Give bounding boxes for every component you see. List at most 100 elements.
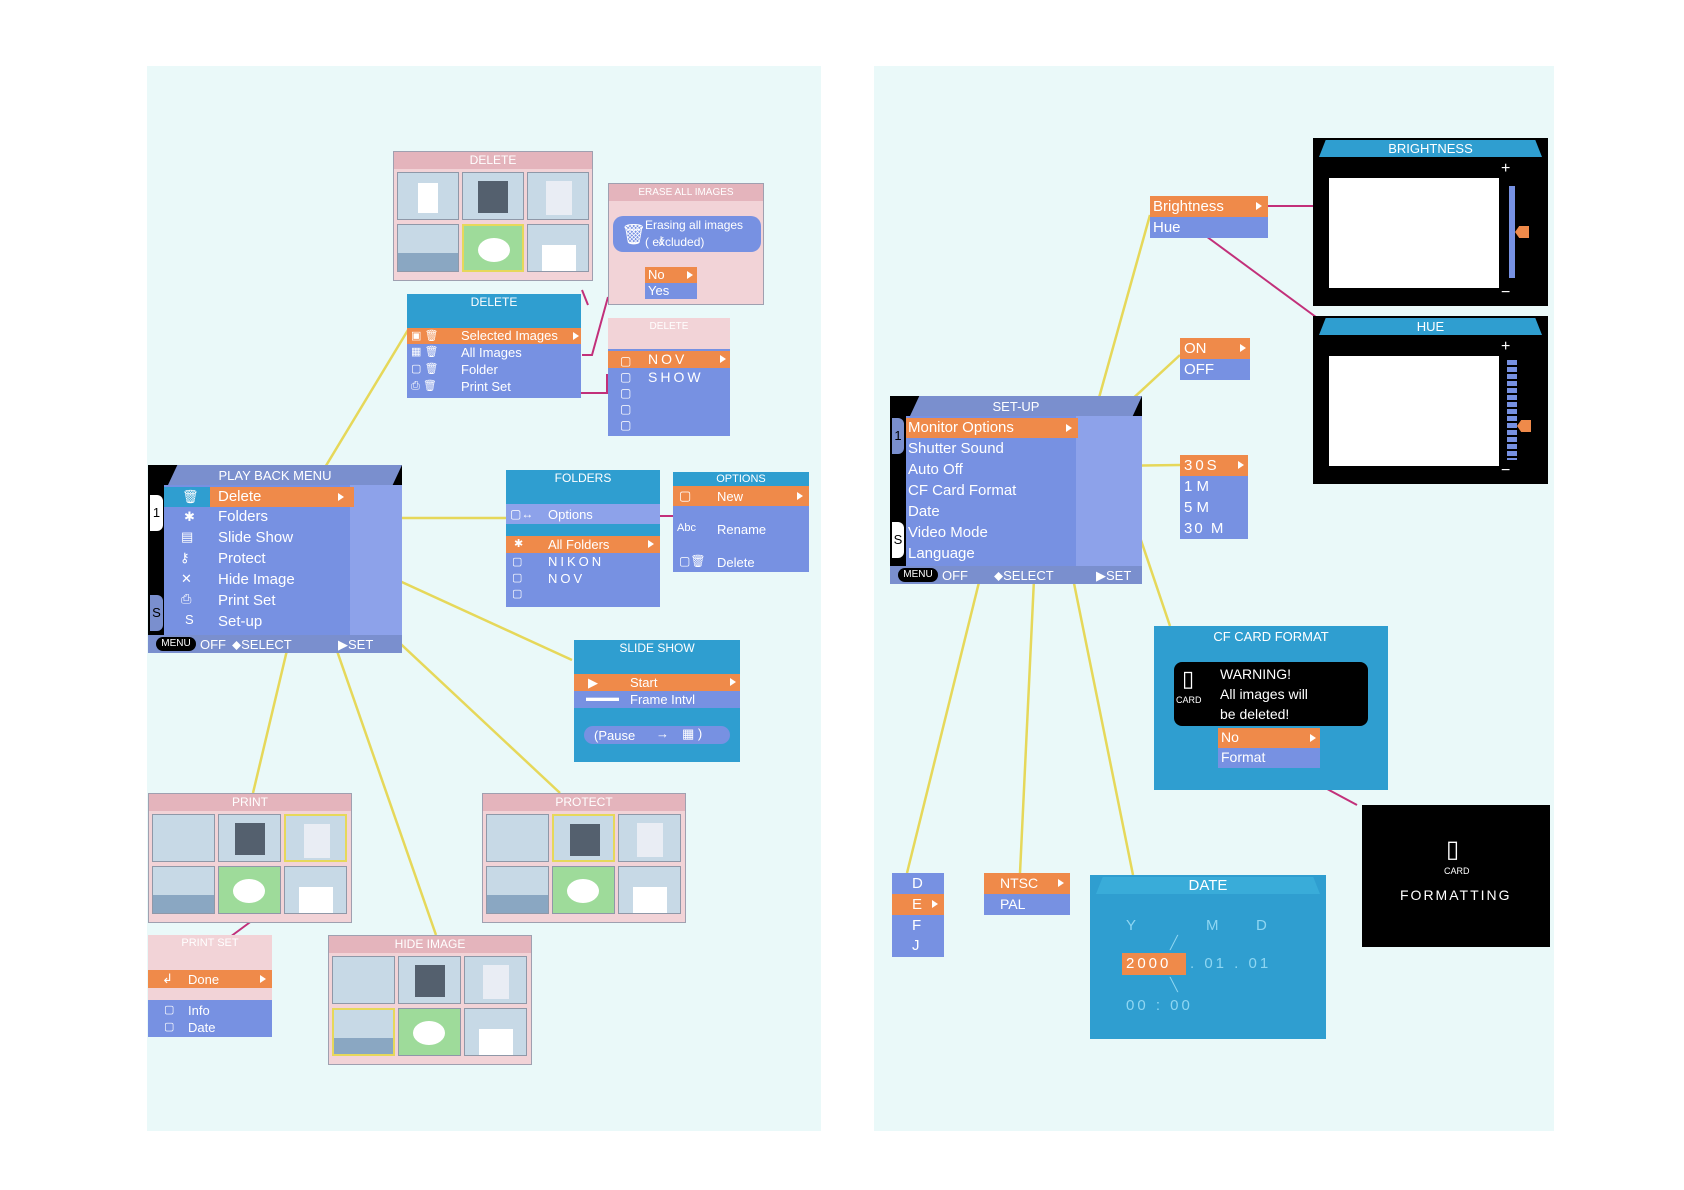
- hide-thumbs-title: HIDE IMAGE: [329, 936, 531, 953]
- print-thumb-1[interactable]: [152, 814, 215, 862]
- date-month-day[interactable]: . 01 . 01: [1190, 955, 1272, 972]
- print-thumb-4[interactable]: [152, 866, 215, 914]
- setup-item-video[interactable]: Video Mode: [908, 524, 988, 541]
- cf-option-format[interactable]: Format: [1221, 749, 1266, 765]
- folders-item-nikon[interactable]: NIKON: [548, 554, 605, 569]
- playback-item-printset[interactable]: Print Set: [218, 592, 276, 609]
- options-item-delete[interactable]: Delete: [717, 555, 755, 570]
- options-item-rename[interactable]: Rename: [717, 522, 767, 537]
- hide-thumb-3[interactable]: [464, 956, 527, 1004]
- video-ntsc[interactable]: NTSC: [1000, 875, 1039, 891]
- delete-folder-nov[interactable]: NOV: [648, 351, 688, 367]
- thumb-2[interactable]: [462, 172, 524, 220]
- protect-thumb-6[interactable]: [618, 866, 681, 914]
- brightness-slider-track[interactable]: [1509, 186, 1515, 278]
- setup-tab-1[interactable]: 1: [892, 418, 904, 454]
- print-set-info[interactable]: Info: [188, 1003, 210, 1018]
- erase-option-yes[interactable]: Yes: [648, 283, 670, 298]
- footer-select-label: SELECT: [241, 637, 292, 652]
- delete-folder-show[interactable]: SHOW: [648, 369, 704, 385]
- setup-item-language[interactable]: Language: [908, 545, 975, 562]
- protect-thumb-5[interactable]: [552, 866, 615, 914]
- video-pal[interactable]: PAL: [1000, 896, 1026, 912]
- setup-item-date[interactable]: Date: [908, 503, 940, 520]
- delete-item-all[interactable]: All Images: [461, 345, 522, 360]
- shutter-off[interactable]: OFF: [1184, 361, 1214, 378]
- setup-item-cfformat[interactable]: CF Card Format: [908, 482, 1017, 499]
- playback-item-protect[interactable]: Protect: [218, 550, 266, 567]
- playback-item-folders[interactable]: Folders: [218, 508, 269, 525]
- hide-thumb-6[interactable]: [464, 1008, 527, 1056]
- autooff-1m[interactable]: 1 M: [1184, 478, 1210, 495]
- erase-option-no[interactable]: No: [648, 267, 665, 282]
- monitor-item-brightness[interactable]: Brightness: [1153, 198, 1224, 215]
- print-set-date[interactable]: Date: [188, 1020, 216, 1035]
- folders-options[interactable]: Options: [548, 507, 593, 522]
- autooff-5m[interactable]: 5 M: [1184, 499, 1210, 516]
- playback-tab-s[interactable]: S: [150, 595, 163, 631]
- slideshow-item-start[interactable]: Start: [630, 675, 658, 690]
- hue-slider-track[interactable]: [1507, 360, 1517, 460]
- options-screen: OPTIONS ▢ New Abc Rename ▢🗑 Delete: [673, 472, 809, 572]
- erase-no-bg: [645, 267, 697, 283]
- protect-thumb-2[interactable]: [552, 814, 615, 862]
- date-year[interactable]: 2000: [1126, 955, 1172, 972]
- language-d-bg: [892, 873, 944, 894]
- setup-tab-s[interactable]: S: [892, 522, 904, 558]
- setup-item-autooff[interactable]: Auto Off: [908, 461, 963, 478]
- language-j[interactable]: J: [912, 937, 920, 954]
- playback-item-hide[interactable]: Hide Image: [218, 571, 295, 588]
- playback-item-slideshow[interactable]: Slide Show: [218, 529, 294, 546]
- protect-thumb-3[interactable]: [618, 814, 681, 862]
- print-thumb-3[interactable]: [284, 814, 347, 862]
- delete-item-folder[interactable]: Folder: [461, 362, 498, 377]
- erase-message-box: [613, 216, 761, 252]
- print-thumb-5[interactable]: [218, 866, 281, 914]
- print-set-done[interactable]: Done: [188, 972, 220, 987]
- options-item-new[interactable]: New: [717, 489, 744, 504]
- shutter-on[interactable]: ON: [1184, 340, 1207, 357]
- thumb-1[interactable]: [397, 172, 459, 220]
- thumb-5[interactable]: [462, 224, 524, 272]
- thumb-6[interactable]: [527, 224, 589, 272]
- folders-item-all[interactable]: All Folders: [548, 537, 610, 552]
- hue-screen: HUE + −: [1313, 316, 1548, 484]
- print-thumb-6[interactable]: [284, 866, 347, 914]
- setup-item-monitor[interactable]: Monitor Options: [908, 419, 1014, 436]
- delete-item-printset[interactable]: Print Set: [461, 379, 511, 394]
- thumb-4[interactable]: [397, 224, 459, 272]
- hide-thumb-2[interactable]: [398, 956, 461, 1004]
- language-f[interactable]: F: [912, 917, 922, 934]
- hide-thumb-5[interactable]: [398, 1008, 461, 1056]
- selected-arrow-icon: [573, 332, 579, 340]
- slideshow-title: SLIDE SHOW: [619, 641, 695, 655]
- setup-item-shutter[interactable]: Shutter Sound: [908, 440, 1004, 457]
- autooff-30m[interactable]: 30 M: [1184, 520, 1226, 537]
- folder-icon: ▢ 🗑: [411, 363, 439, 375]
- brightness-slider-handle[interactable]: [1515, 226, 1529, 238]
- protect-key-icon: ⚷: [657, 235, 666, 247]
- delete-item-selected[interactable]: Selected Images: [461, 328, 558, 343]
- language-d[interactable]: D: [912, 875, 923, 892]
- setup-footer-select-label: SELECT: [1003, 568, 1054, 583]
- print-thumb-2[interactable]: [218, 814, 281, 862]
- slideshow-item-intvl[interactable]: Frame Intvl: [630, 692, 696, 707]
- monitor-item-hue[interactable]: Hue: [1153, 219, 1181, 236]
- playback-item-setup[interactable]: Set-up: [218, 613, 263, 630]
- language-e[interactable]: E: [912, 896, 923, 913]
- hide-thumb-4[interactable]: [332, 1008, 395, 1056]
- protect-thumb-4[interactable]: [486, 866, 549, 914]
- playback-item-delete[interactable]: Delete: [218, 488, 262, 505]
- cf-option-no[interactable]: No: [1221, 729, 1239, 745]
- folders-item-nov[interactable]: NOV: [548, 571, 586, 586]
- hue-slider-handle[interactable]: [1517, 420, 1531, 432]
- video-pal-bg: [984, 894, 1070, 915]
- cf-no-bg: [1218, 728, 1320, 748]
- playback-tab-1[interactable]: 1: [150, 495, 163, 531]
- thumb-3[interactable]: [527, 172, 589, 220]
- date-time[interactable]: 00 : 00: [1126, 997, 1193, 1014]
- protect-thumb-1[interactable]: [486, 814, 549, 862]
- autooff-30s[interactable]: 30S: [1184, 457, 1220, 474]
- cf-warning-box: [1174, 662, 1368, 726]
- hide-thumb-1[interactable]: [332, 956, 395, 1004]
